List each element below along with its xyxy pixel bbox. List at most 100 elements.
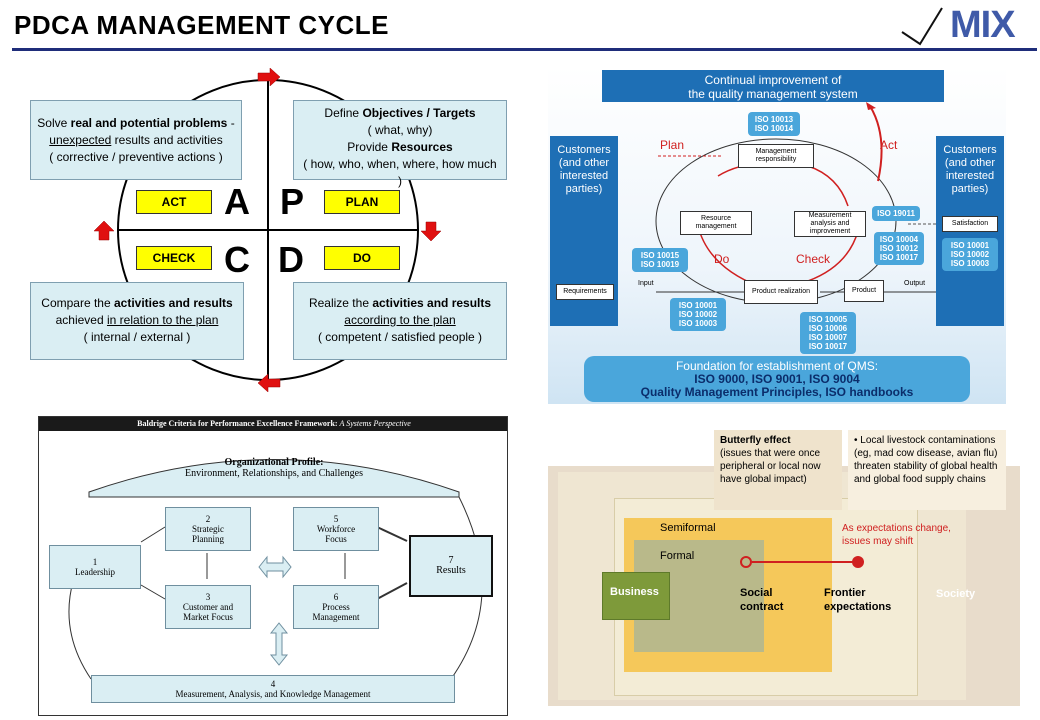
iso-qms-diagram: Continual improvement of the quality man… <box>548 66 1006 404</box>
plan-description-box: Define Objectives / Targets ( what, why)… <box>293 100 507 188</box>
do-text-1b: activities and results <box>372 296 492 310</box>
do-text-2: according to the plan <box>344 313 456 327</box>
foundation-line-2: ISO 9000, ISO 9001, ISO 9004 <box>694 372 860 386</box>
measurement-num: 4 <box>270 679 276 689</box>
arrow-left-icon <box>257 374 281 392</box>
act-text-1a: Solve <box>37 116 71 130</box>
satisfaction-box: Satisfaction <box>942 216 998 232</box>
check-label: CHECK <box>136 246 212 270</box>
leadership-num: 1 <box>92 557 98 567</box>
act-text-1c: - <box>227 116 235 130</box>
requirements-box: Requirements <box>556 284 614 300</box>
output-label: Output <box>904 280 926 287</box>
act-description-box: Solve real and potential problems - unex… <box>30 100 242 180</box>
baldrige-connectors <box>68 459 483 680</box>
baldrige-title-bar: Baldrige Criteria for Performance Excell… <box>39 417 507 431</box>
strategic-l1: Strategic <box>192 524 224 534</box>
management-responsibility-box: Management responsibility <box>738 144 814 168</box>
arrow-down-icon <box>420 221 442 242</box>
social-contract-label: Social contract <box>740 587 784 613</box>
process-management-box: 6 Process Management <box>293 585 379 629</box>
baldrige-framework: Baldrige Criteria for Performance Excell… <box>38 416 508 716</box>
iso-badge-10015-10019: ISO 10015 ISO 10019 <box>632 248 688 272</box>
iso-badge-10001-10003-left: ISO 10001 ISO 10002 ISO 10003 <box>670 298 726 331</box>
act-text-3: ( corrective / preventive actions ) <box>49 150 223 164</box>
strategic-planning-box: 2 Strategic Planning <box>165 507 251 551</box>
butterfly-effect-box: Butterfly effect (issues that were once … <box>714 430 842 510</box>
business-label: Business <box>610 586 659 598</box>
customer-l1: Customer and <box>182 602 234 612</box>
workforce-focus-box: 5 Workforce Focus <box>293 507 379 551</box>
plan-text-1b: Objectives / Targets <box>362 106 476 120</box>
foundation-banner: Foundation for establishment of QMS: ISO… <box>584 356 970 402</box>
measurement-label: Measurement, Analysis, and Knowledge Man… <box>175 689 371 699</box>
results-box: 7 Results <box>409 535 493 597</box>
profile-line-2: Environment, Relationships, and Challeng… <box>184 468 364 479</box>
do-text-1a: Realize the <box>308 296 373 310</box>
customer-market-box: 3 Customer and Market Focus <box>165 585 251 629</box>
phase-act: Act <box>880 138 898 152</box>
workforce-l1: Workforce <box>316 524 356 534</box>
banner-line-1: Continual improvement of <box>704 73 842 87</box>
iso-badge-10013-10014: ISO 10013 ISO 10014 <box>748 112 800 136</box>
butterfly-title: Butterfly effect <box>720 435 791 446</box>
check-text-1b: activities and results <box>113 296 233 310</box>
process-l1: Process <box>322 602 350 612</box>
process-l2: Management <box>312 612 360 622</box>
phase-plan: Plan <box>660 138 685 152</box>
resource-management-box: Resource management <box>680 211 752 235</box>
banner-line-2: the quality management system <box>688 87 858 101</box>
plan-text-1a: Define <box>324 106 363 120</box>
plan-text-3a: Provide <box>347 140 392 154</box>
expectations-note: As expectations change, issues may shift <box>842 523 951 547</box>
letter-c: C <box>224 239 250 280</box>
frontier-label: Frontier expectations <box>824 587 892 613</box>
baldrige-title-b: A Systems Perspective <box>337 419 411 428</box>
results-num: 7 <box>448 555 454 566</box>
shift-arrow <box>740 556 864 568</box>
product-realization-box: Product realization <box>744 280 818 304</box>
letter-a: A <box>224 181 250 222</box>
profile-line-1: Organizational Profile: <box>224 457 324 468</box>
measurement-analysis-box: 4 Measurement, Analysis, and Knowledge M… <box>91 675 455 703</box>
iso-badge-19011: ISO 19011 <box>872 206 920 221</box>
customer-l2: Market Focus <box>183 612 233 622</box>
plan-text-2: ( what, why) <box>367 123 433 137</box>
arrow-up-icon <box>93 220 115 241</box>
butterfly-effect-diagram: Semiformal Formal Business Social contra… <box>548 426 1020 706</box>
business-zone <box>602 572 670 620</box>
act-label: ACT <box>136 190 212 214</box>
organizational-profile: Organizational Profile: Environment, Rel… <box>119 457 429 487</box>
measurement-box: Measurement analysis and improvement <box>794 211 866 237</box>
butterfly-text: (issues that were once peripheral or loc… <box>720 448 821 485</box>
leadership-label: Leadership <box>75 567 115 577</box>
product-box: Product <box>844 280 884 302</box>
foundation-line-3: Quality Management Principles, ISO handb… <box>640 385 914 399</box>
formal-label: Formal <box>660 550 695 562</box>
workforce-num: 5 <box>333 514 339 524</box>
company-logo: MIX <box>950 4 1016 46</box>
livestock-bullet-box: • Local livestock contaminations (eg, ma… <box>848 430 1006 510</box>
letter-p: P <box>280 181 305 222</box>
leadership-box: 1 Leadership <box>49 545 141 589</box>
results-label: Results <box>436 565 466 576</box>
phase-do: Do <box>714 252 730 266</box>
page-title: PDCA MANAGEMENT CYCLE <box>14 10 389 40</box>
continual-improvement-banner: Continual improvement of the quality man… <box>602 70 944 102</box>
workforce-l2: Focus <box>325 534 347 544</box>
check-text-1a: Compare the <box>41 296 114 310</box>
strategic-num: 2 <box>205 514 211 524</box>
act-text-1b: real and potential problems <box>70 116 228 130</box>
arrow-right-icon <box>257 68 281 86</box>
iso-badge-10005-10017: ISO 10005 ISO 10006 ISO 10007 ISO 10017 <box>800 312 856 354</box>
check-text-3: ( internal / external ) <box>83 330 191 344</box>
do-description-box: Realize the activities and results accor… <box>293 282 507 360</box>
society-label: Society <box>936 588 976 600</box>
title-divider <box>12 48 1037 51</box>
foundation-line-1: Foundation for establishment of QMS: <box>675 359 879 373</box>
plan-label: PLAN <box>324 190 400 214</box>
check-description-box: Compare the activities and results achie… <box>30 282 244 360</box>
plan-text-3b: Resources <box>391 140 453 154</box>
phase-check: Check <box>796 252 831 266</box>
act-text-2a: unexpected <box>49 133 112 147</box>
